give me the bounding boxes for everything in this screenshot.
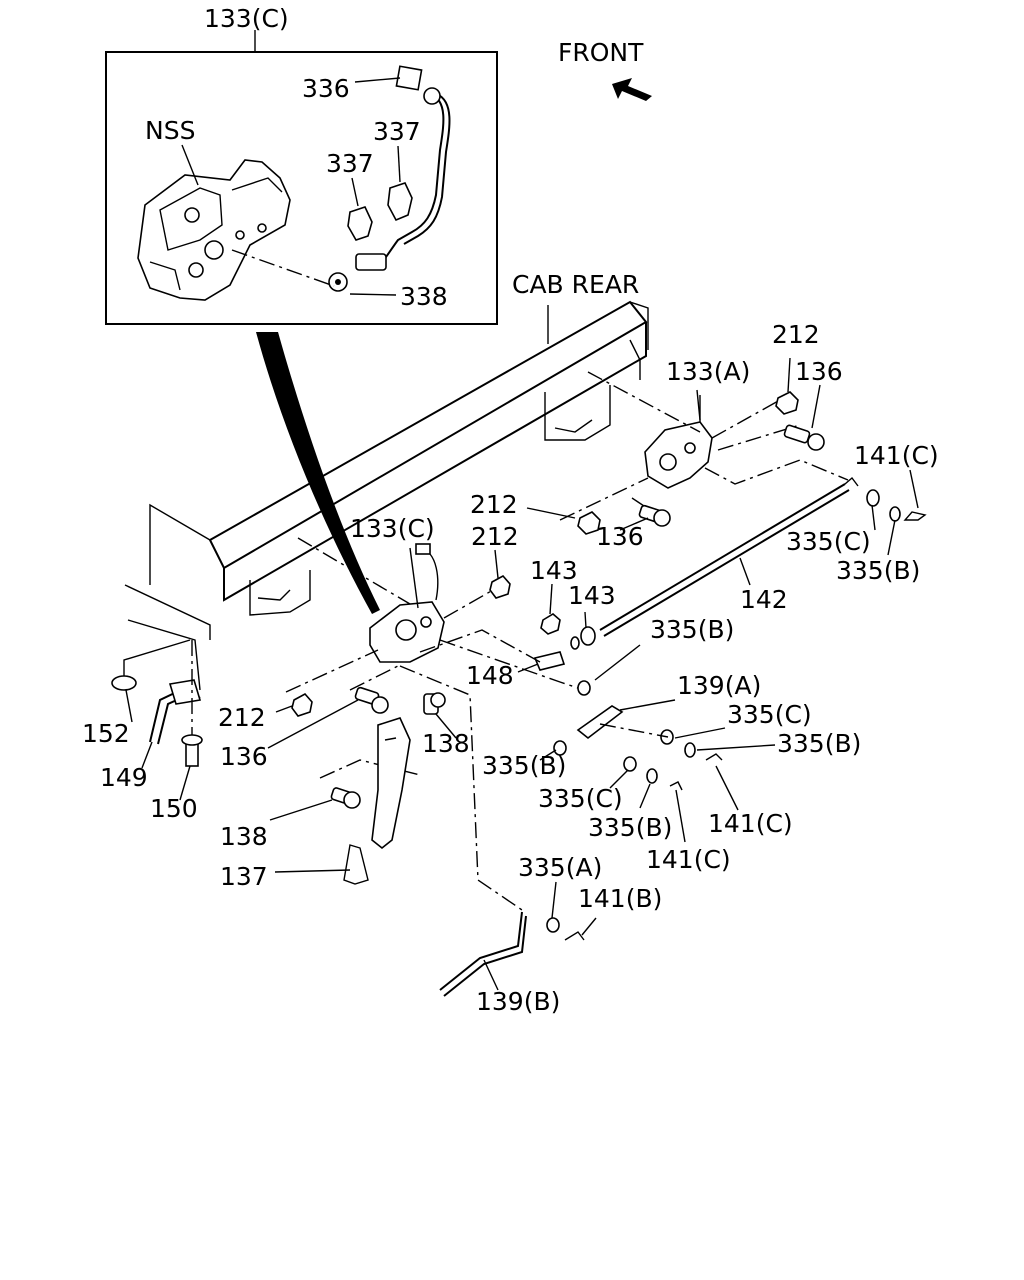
leader-lines [125,357,919,991]
label-337a: 337 [373,117,421,146]
label-148: 148 [466,661,514,690]
label-133a: 133(A) [666,357,750,386]
front-arrow-icon [612,78,652,101]
fasteners-lower [291,574,511,809]
label-139b: 139(B) [476,987,560,1016]
label-136b: 136 [596,522,644,551]
detail-inset [105,30,498,325]
switch-unit-133c [285,537,591,913]
label-335b-b: 335(B) [650,615,734,644]
label-149: 149 [100,763,148,792]
leader-338 [349,293,397,296]
label-212c: 212 [471,522,519,551]
label-335c-c: 335(C) [538,784,623,813]
label-338: 338 [400,282,448,311]
label-335b-d: 335(B) [482,751,566,780]
label-335a: 335(A) [518,853,602,882]
label-150: 150 [150,794,198,823]
part-labels: 133(C) FRONT 336 NSS 337 337 338 CAB REA… [82,4,939,1016]
label-212b: 212 [470,490,518,519]
label-336: 336 [302,74,350,103]
inset-frame [105,51,498,325]
label-139a: 139(A) [677,671,761,700]
inset-dashline [231,249,335,287]
label-137: 137 [220,862,268,891]
leader-nss [181,144,199,186]
link-139a [553,680,723,791]
rod-139b [439,911,585,997]
label-141c-c: 141(C) [646,845,731,874]
label-143b: 143 [568,581,616,610]
label-337b: 337 [326,149,374,178]
cab-rear-crossmember [124,300,649,691]
label-212d: 212 [218,703,266,732]
leader-337b [351,177,359,207]
nuts-143 [540,613,596,650]
label-335b-e: 335(B) [588,813,672,842]
callout-arrow [256,332,380,614]
label-212a: 212 [772,320,820,349]
lever-137 [343,717,411,885]
label-143a: 143 [530,556,578,585]
label-141b: 141(B) [578,884,662,913]
label-335c-b: 335(C) [727,700,812,729]
clip-337 [347,182,413,241]
label-141c-a: 141(C) [854,441,939,470]
fasteners-upper [577,391,825,535]
label-335c-a: 335(C) [786,527,871,556]
bracket-133a [559,371,849,521]
label-cab-rear: CAB REAR [512,270,639,299]
label-138a: 138 [422,729,470,758]
label-335b-a: 335(B) [836,556,920,585]
label-133c-mid: 133(C) [350,514,435,543]
label-141c-b: 141(C) [708,809,793,838]
bracket-148 [533,651,566,671]
label-335b-c: 335(B) [777,729,861,758]
bracket-149 [111,639,203,767]
switch-harness [328,65,451,292]
label-136c: 136 [220,742,268,771]
leader-337a [397,145,401,183]
label-nss: NSS [145,116,195,145]
nss-switch [137,159,291,301]
label-138b: 138 [220,822,268,851]
label-136a: 136 [795,357,843,386]
leader-336 [354,77,401,83]
label-133c-top: 133(C) [204,4,289,33]
label-front: FRONT [558,38,644,67]
label-152: 152 [82,719,130,748]
label-142: 142 [740,585,788,614]
